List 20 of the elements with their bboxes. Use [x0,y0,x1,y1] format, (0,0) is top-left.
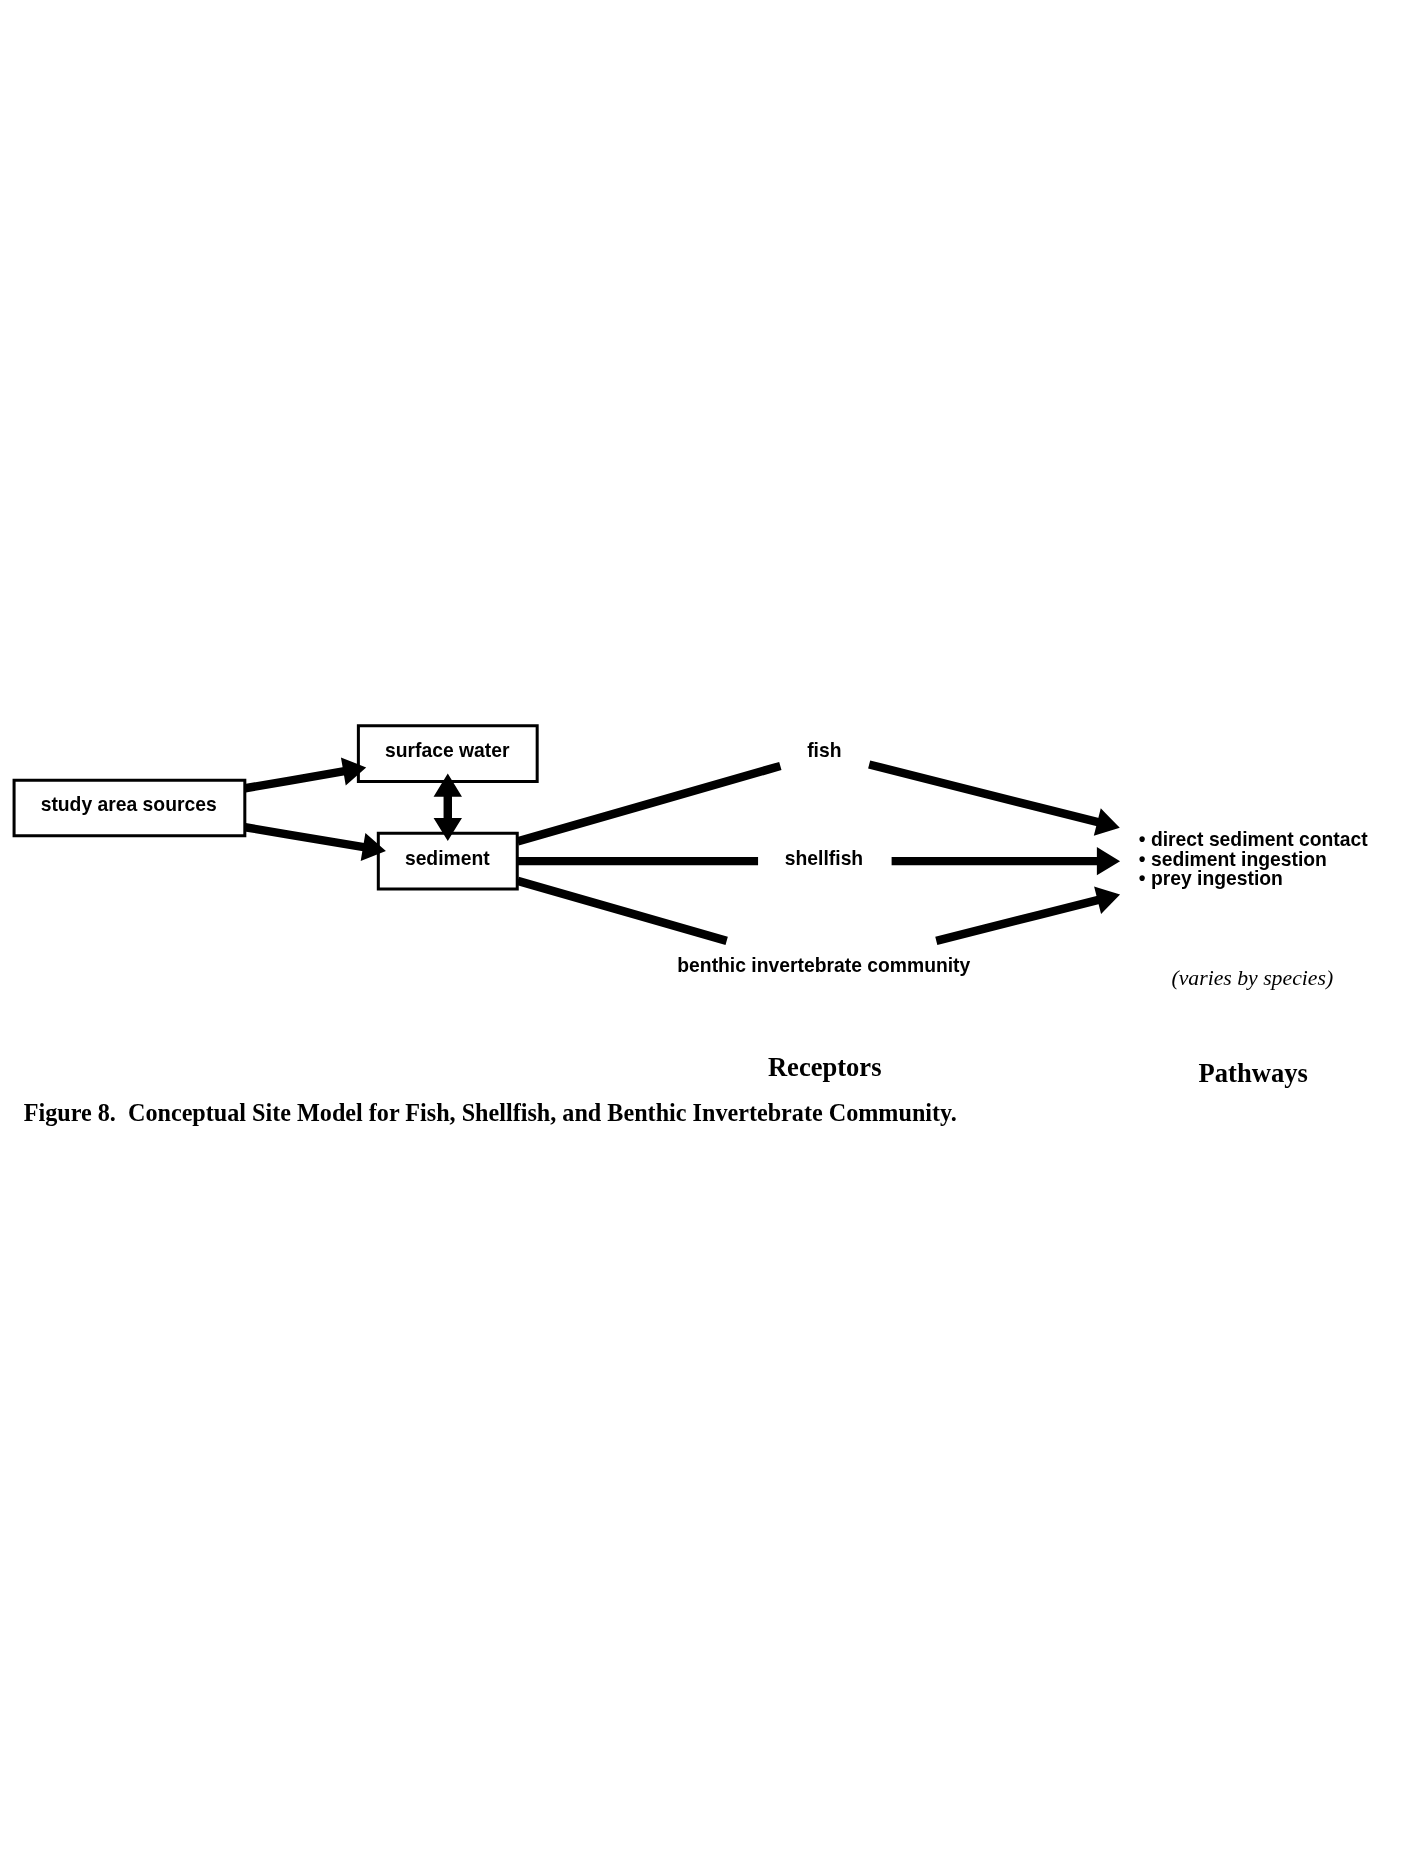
node-text: shellfish [784,847,864,869]
arrow [935,885,1121,945]
arrow [868,759,1120,836]
connector [517,856,759,865]
node-text: • direct sediment contact • sediment ingestion • prey ingestion [1138,828,1368,889]
node-box: surface water [356,723,539,783]
label: (varies by species) [1171,965,1334,990]
node-text: fish [807,739,842,761]
label: Receptors [767,1051,882,1082]
arrow [244,756,367,792]
connector [516,876,728,945]
node-box: sediment [376,831,519,890]
node-text: benthic invertebrate community [677,954,971,976]
caption: Figure 8. Conceptual Site Model for Fish, Shellfish, and Benthic Invertebrate Community. [23,1098,957,1126]
arrow [433,772,462,841]
node-box: study area sources [12,778,247,837]
connector [516,761,782,845]
arrow [244,822,386,861]
arrow [891,846,1121,875]
label: Pathways [1198,1057,1308,1088]
